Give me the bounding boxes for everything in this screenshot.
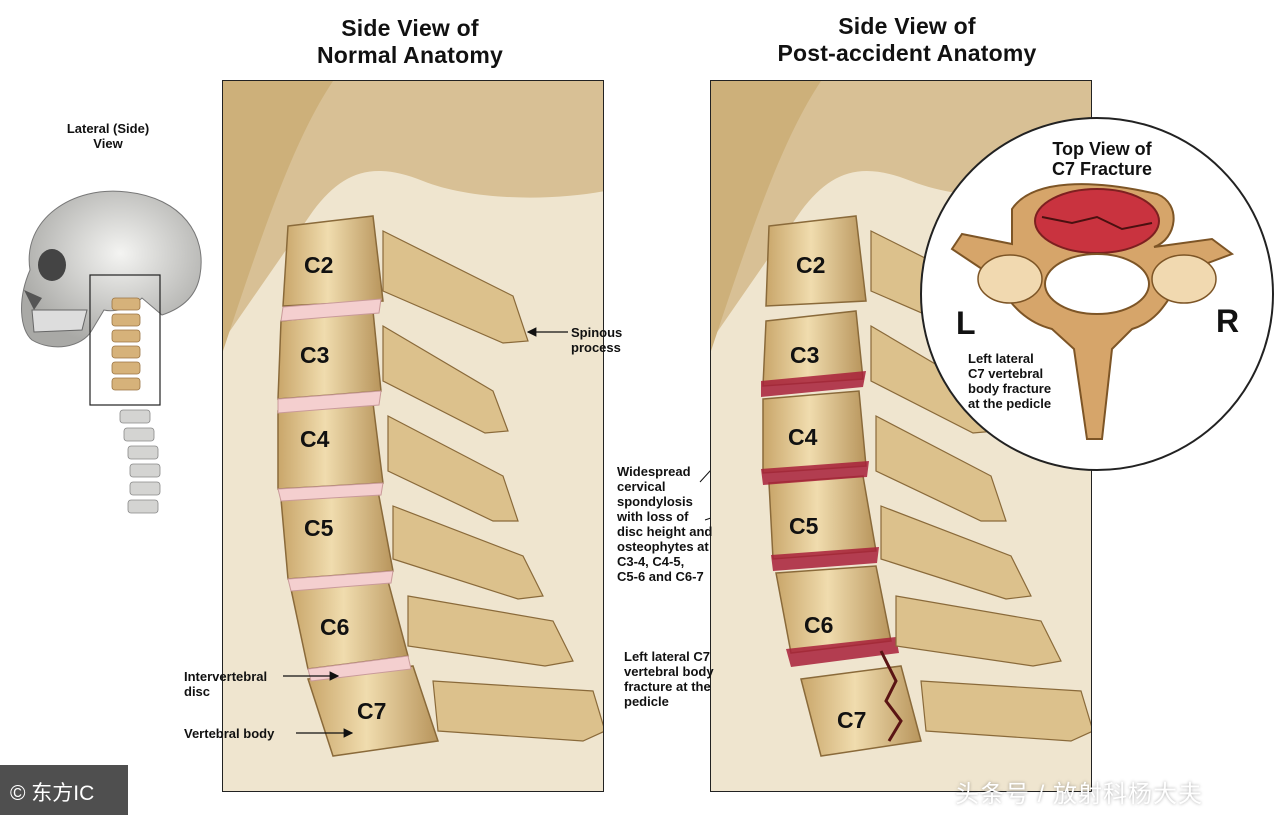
skull-caption-line2: View [93,136,123,151]
inset-caption: Left lateral C7 vertebral body fracture … [968,351,1051,411]
inset-left-marker: L [956,305,976,341]
c7-top-view-illustration [950,183,1235,440]
normal-label-c4: C4 [300,426,330,452]
injured-label-c5: C5 [789,513,819,539]
normal-spine-illustration [223,81,603,791]
top-view-inset: Top View of C7 Fracture L R Left lateral… [920,117,1274,471]
inset-caption-line4: at the pedicle [968,396,1052,411]
spondylosis-line3: spondylosis [617,494,693,509]
inset-title-line2: C7 Fracture [1051,159,1153,179]
spondylosis-line2: cervical [617,479,666,494]
normal-label-c7: C7 [357,698,387,724]
inset-caption-line2: C7 vertebral [968,366,1044,381]
fracture-line3: fracture at the [624,679,711,694]
spondylosis-line5: disc height and [617,524,713,539]
spinous-process-label: Spinous process [571,325,622,355]
injured-label-c3: C3 [790,342,820,368]
watermark-bottom-right: 头条号 / 放射科杨大夫 [955,781,1204,808]
normal-label-c6: C6 [320,614,350,640]
skull-illustration [21,190,202,514]
injured-label-c2: C2 [796,252,826,278]
normal-label-c5: C5 [304,515,334,541]
right-panel-title: Side View of Post-accident Anatomy [747,13,1067,67]
spondylosis-line8: C5-6 and C6-7 [617,569,704,584]
left-title-line2: Normal Anatomy [317,42,503,68]
fracture-label: Left lateral C7 vertebral body fracture … [624,649,714,709]
injured-label-c6: C6 [804,612,834,638]
right-title-line1: Side View of [838,13,976,39]
disc-line2: disc [184,684,211,699]
right-title-line2: Post-accident Anatomy [777,40,1037,66]
fracture-line4: pedicle [624,694,669,709]
intervertebral-disc-label: Intervertebral disc [184,669,267,699]
spinous-line1: Spinous [571,325,623,340]
spondylosis-line7: C3-4, C4-5, [617,554,685,569]
left-panel-title: Side View of Normal Anatomy [260,15,560,69]
watermark-bottom-left-text: © 东方IC [10,782,95,805]
normal-anatomy-panel [222,80,604,792]
fracture-line2: vertebral body [624,664,714,679]
inset-title: Top View of C7 Fracture [1022,139,1182,179]
fracture-line1: Left lateral C7 [624,649,710,664]
disc-line1: Intervertebral [184,669,268,684]
skull-caption-line1: Lateral (Side) [66,121,150,136]
spinous-line2: process [571,340,621,355]
left-title-line1: Side View of [341,15,479,41]
inset-right-marker: R [1216,303,1240,339]
vertebral-body-label: Vertebral body [184,726,275,741]
inset-caption-line3: body fracture [968,381,1052,396]
normal-label-c3: C3 [300,342,330,368]
inset-title-line1: Top View of [1052,139,1152,159]
injured-label-c7: C7 [837,707,867,733]
injured-label-c4: C4 [788,424,818,450]
spondylosis-line4: with loss of [617,509,689,524]
spondylosis-label: Widespread cervical spondylosis with los… [617,464,712,584]
skull-focus-box [89,274,161,406]
watermark-bottom-left: © 东方IC [0,765,128,815]
skull-caption: Lateral (Side) View [48,121,168,151]
inset-caption-line1: Left lateral [968,351,1034,366]
spondylosis-line1: Widespread [617,464,691,479]
spondylosis-line6: osteophytes at [617,539,709,554]
normal-label-c2: C2 [304,252,334,278]
